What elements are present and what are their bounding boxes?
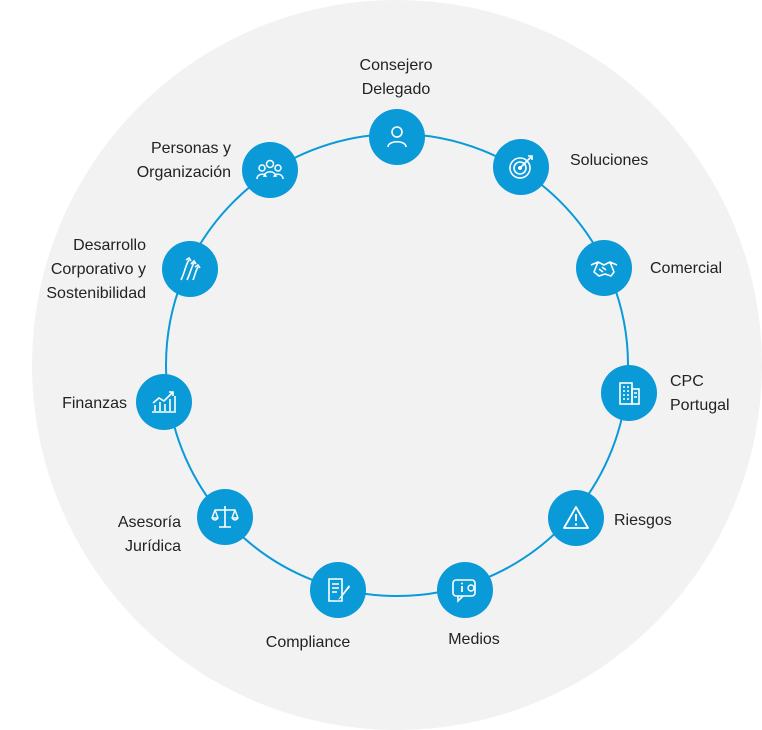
people-group-icon xyxy=(256,159,284,180)
label-line: Comercial xyxy=(650,260,723,277)
building-icon xyxy=(619,382,640,405)
label-line: Desarrollo xyxy=(73,237,146,254)
label-soluciones: Soluciones xyxy=(570,149,648,173)
label-comercial: Comercial xyxy=(650,257,722,281)
node-riesgos[interactable] xyxy=(548,490,604,546)
label-line: Corporativo y xyxy=(50,261,146,278)
document-pen-icon xyxy=(328,578,350,602)
label-riesgos: Riesgos xyxy=(614,509,672,533)
node-desarrollo[interactable] xyxy=(162,241,218,297)
label-line: Organización xyxy=(136,164,231,181)
person-icon xyxy=(387,126,407,148)
node-asesoria[interactable] xyxy=(197,489,253,545)
label-line: Consejero xyxy=(359,57,433,74)
label-line: Personas y xyxy=(150,140,231,157)
label-line: Medios xyxy=(448,631,500,648)
label-medios: Medios xyxy=(448,628,500,652)
label-line: Portugal xyxy=(670,397,730,414)
scales-icon xyxy=(211,506,239,528)
label-finanzas: Finanzas xyxy=(62,392,127,416)
node-finanzas[interactable] xyxy=(136,374,192,430)
label-line: Delegado xyxy=(361,81,431,98)
label-compliance: Compliance xyxy=(266,631,350,655)
node-personas[interactable] xyxy=(242,142,298,198)
node-cpc-portugal[interactable] xyxy=(601,365,657,421)
target-icon xyxy=(509,155,533,179)
growth-arrows-icon xyxy=(180,256,201,281)
label-line: Compliance xyxy=(265,634,351,651)
info-chat-icon xyxy=(452,579,476,603)
label-cpc-portugal: CPC Portugal xyxy=(670,370,730,418)
node-consejero[interactable] xyxy=(369,109,425,165)
chart-growth-icon xyxy=(152,391,176,413)
label-line: Soluciones xyxy=(570,152,649,169)
warning-icon xyxy=(563,506,589,529)
node-compliance[interactable] xyxy=(310,562,366,618)
node-medios[interactable] xyxy=(437,562,493,618)
label-line: Finanzas xyxy=(62,395,127,412)
label-line: Jurídica xyxy=(124,538,181,555)
label-line: Asesoría xyxy=(117,514,181,531)
label-line: CPC xyxy=(670,373,704,390)
handshake-icon xyxy=(590,261,618,277)
label-personas: Personas y Organización xyxy=(137,137,231,185)
label-line: Riesgos xyxy=(614,512,672,529)
node-comercial[interactable] xyxy=(576,240,632,296)
node-soluciones[interactable] xyxy=(493,139,549,195)
label-line: Sostenibilidad xyxy=(46,285,146,302)
